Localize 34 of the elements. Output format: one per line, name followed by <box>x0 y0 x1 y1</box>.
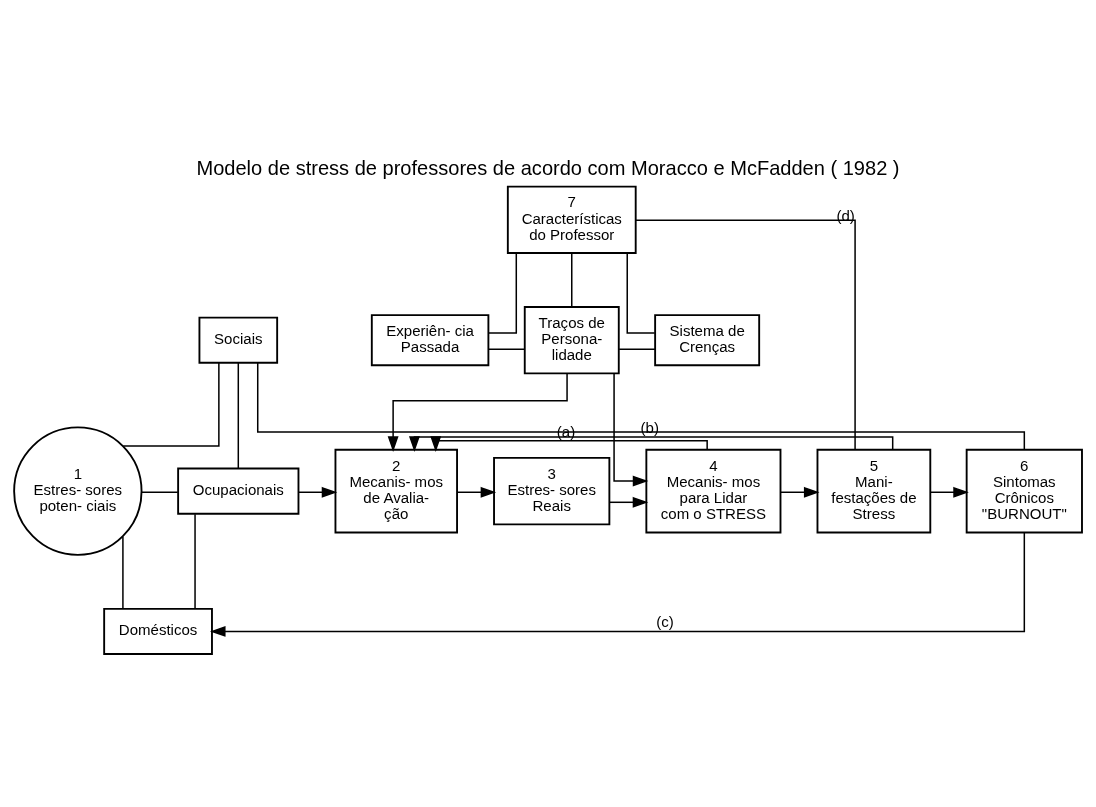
node-box: Sistema de Crenças <box>654 313 761 366</box>
connector <box>634 219 856 450</box>
node-box: 5 Mani- festações de Stress <box>816 448 932 533</box>
connector <box>194 513 196 609</box>
edge-label: (c) <box>656 612 674 630</box>
connector <box>487 348 526 350</box>
node-box: Domésticos <box>103 607 213 655</box>
node-box: 6 Sintomas Crônicos "BURNOUT" <box>965 448 1083 533</box>
node-box: 2 Mecanis- mos de Avalia- ção <box>334 448 458 533</box>
arrow <box>210 531 1026 637</box>
connector <box>626 251 656 334</box>
node-circle: 1 Estres- sores poten- ciais <box>13 426 143 556</box>
connector <box>237 361 240 469</box>
connector <box>487 251 518 334</box>
arrow <box>929 486 969 498</box>
node-box: Experiên- cia Passada <box>370 313 490 366</box>
node-box: Traços de Persona- lidade <box>523 305 620 374</box>
diagram-title: Modelo de stress de professores de acordo com Moracco e McFadden ( 1982 ) <box>196 156 900 179</box>
node-box: 7 Características do Professor <box>506 185 637 254</box>
arrow <box>613 372 649 486</box>
connector <box>122 361 220 447</box>
connector <box>618 348 656 350</box>
node-box: 3 Estres- sores Reais <box>493 456 611 525</box>
connector <box>140 491 179 493</box>
arrow <box>779 486 820 498</box>
arrow <box>298 486 338 498</box>
arrow <box>456 486 497 498</box>
node-box: Ocupacionais <box>177 467 300 515</box>
node-box: 4 Mecanis- mos para Lidar com o STRESS <box>645 448 782 533</box>
connector <box>571 252 573 308</box>
node-box: Sociais <box>198 316 279 364</box>
edge-label: (b) <box>640 418 659 436</box>
arrow <box>608 496 649 508</box>
connector <box>122 535 124 609</box>
